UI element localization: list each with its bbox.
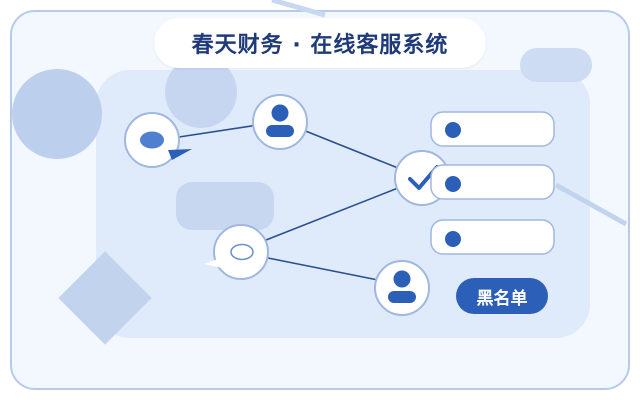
decor-pill-right bbox=[520, 48, 592, 82]
chat-bubble-icon bbox=[204, 224, 269, 280]
network-connectors bbox=[178, 124, 399, 281]
decor-diagonal-top bbox=[271, 0, 326, 18]
decor-circle-left bbox=[12, 69, 102, 159]
list-item bbox=[430, 164, 555, 200]
decor-circle-top bbox=[165, 56, 237, 128]
page-title: 春天财务 · 在线客服系统 bbox=[191, 33, 449, 58]
list-item bbox=[430, 111, 555, 147]
connector-line bbox=[178, 124, 259, 138]
chat-bubble-icon bbox=[124, 112, 192, 168]
title-pill: 春天财务 · 在线客服系统 bbox=[154, 18, 486, 68]
blacklist-button[interactable]: 黑名单 bbox=[456, 278, 548, 314]
connector-line bbox=[265, 187, 399, 241]
connector-line bbox=[267, 257, 379, 281]
list-item bbox=[430, 219, 555, 255]
decor-rounded-rect bbox=[176, 182, 274, 230]
decor-diagonal-right bbox=[554, 182, 628, 227]
user-avatar-icon bbox=[374, 260, 430, 316]
user-avatar-icon bbox=[252, 94, 308, 150]
connector-line bbox=[302, 129, 399, 169]
